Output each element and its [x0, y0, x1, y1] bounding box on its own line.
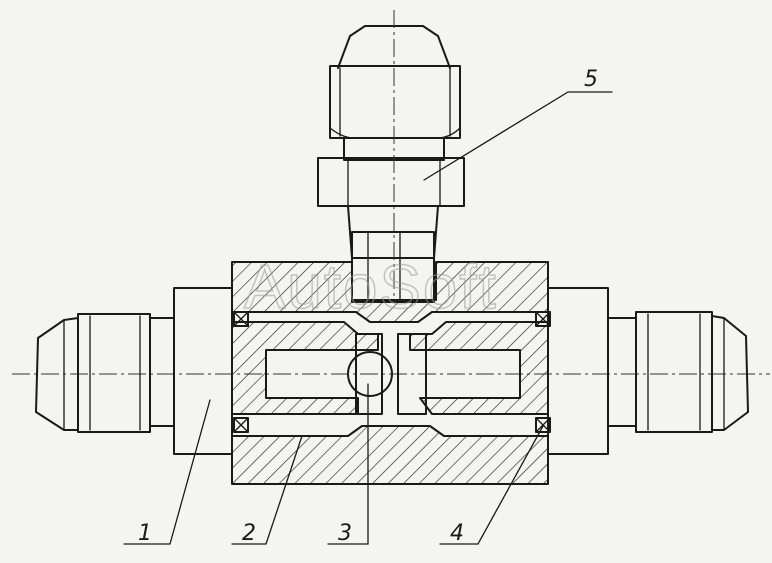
callout-2: 2: [242, 521, 256, 546]
leader-lines: [123, 91, 613, 545]
right-fitting: [547, 287, 749, 455]
callout-3: 3: [338, 521, 352, 546]
callout-4: 4: [450, 521, 464, 546]
inner-sleeve: [231, 321, 549, 415]
ball-check: [347, 333, 427, 415]
watermark: AutoSoft: [244, 253, 498, 322]
housing: [231, 261, 549, 485]
left-fitting: [35, 287, 233, 455]
callout-5: 5: [584, 67, 598, 92]
callout-1: 1: [138, 521, 152, 546]
